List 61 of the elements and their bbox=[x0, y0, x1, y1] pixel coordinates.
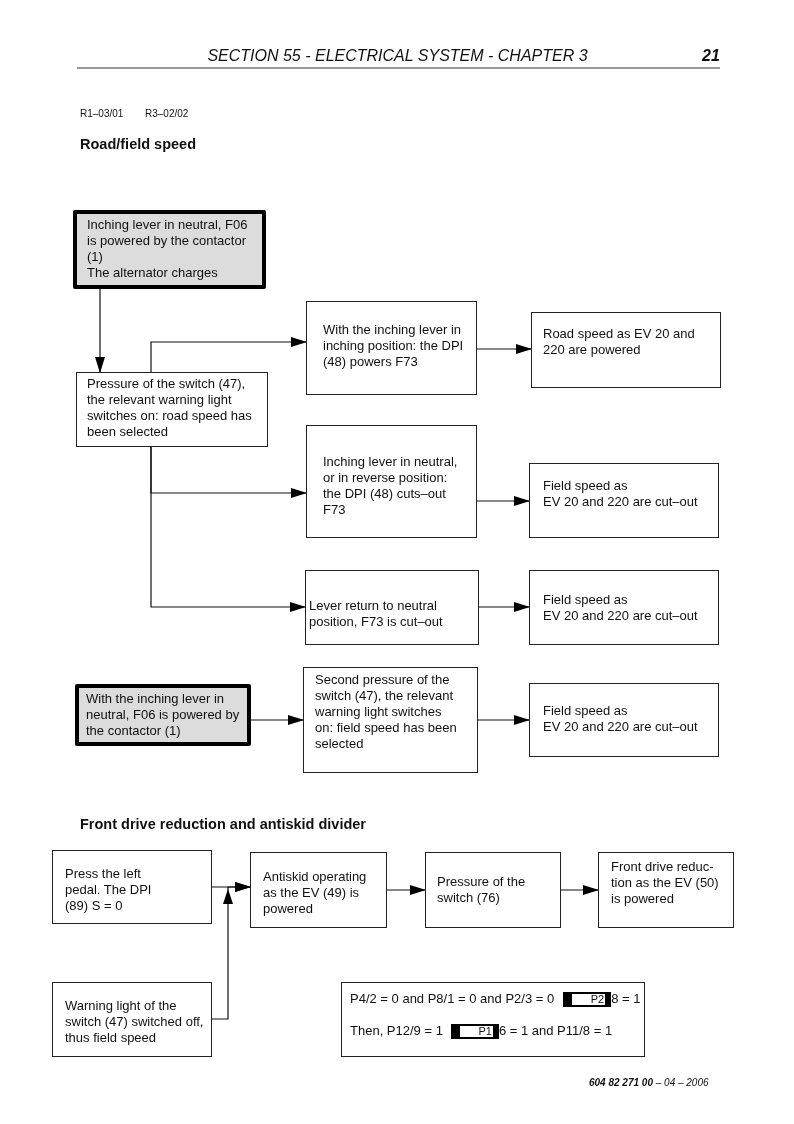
box-text: Field speed as bbox=[543, 703, 629, 719]
condition-box bbox=[341, 982, 645, 1057]
condition-text: Then, P12/9 = 1 bbox=[350, 1023, 443, 1039]
arrow bbox=[386, 885, 426, 895]
process-box bbox=[303, 667, 478, 773]
process-box bbox=[76, 372, 268, 447]
arrow bbox=[95, 288, 105, 373]
condition-text: 8 = 1 bbox=[611, 991, 641, 1007]
running-header: SECTION 55 - ELECTRICAL SYSTEM - CHAPTER 3 bbox=[207, 47, 588, 65]
process-box bbox=[425, 852, 561, 928]
condition-text: 6 = 1 and P11/8 = 1 bbox=[498, 1023, 613, 1039]
arrow bbox=[478, 602, 530, 612]
condition-text: P4/2 = 0 and P8/1 = 0 and P2/3 = 0 bbox=[350, 991, 555, 1007]
process-box bbox=[52, 982, 212, 1057]
process-box bbox=[529, 463, 719, 538]
process-box bbox=[529, 683, 719, 757]
box-text: The alternator charges bbox=[87, 265, 219, 281]
framed-tag: P1 bbox=[450, 1023, 499, 1039]
process-box bbox=[306, 301, 477, 395]
arrow bbox=[250, 715, 304, 725]
box-text: Warning light of the switch (47) switched off, thus field speed bbox=[65, 998, 205, 1046]
arrow bbox=[150, 446, 306, 612]
arrow bbox=[211, 882, 251, 1020]
box-text: Antiskid operating as the EV (49) is powered bbox=[263, 869, 368, 917]
section-heading: Front drive reduction and antiskid divider bbox=[80, 816, 366, 833]
box-text: Pressure of the switch (76) bbox=[437, 874, 527, 906]
box-text: With the inching lever in inching position: the DPI (48) powers F73 bbox=[323, 322, 465, 370]
box-text: With the inching lever in neutral, F06 is powered by the contactor (1) bbox=[86, 691, 241, 739]
box-text: Second pressure of the switch (47), the relevant warning light switches on: field speed has been selected bbox=[315, 672, 458, 752]
box-text: Front drive reduc- tion as the EV (50) is powered bbox=[611, 859, 720, 907]
arrow bbox=[476, 344, 532, 354]
box-text: Inching lever in neutral, or in reverse position: the DPI (48) cuts–out F73 bbox=[323, 454, 459, 518]
process-box bbox=[306, 425, 477, 538]
process-box bbox=[529, 570, 719, 645]
box-text: Field speed as bbox=[543, 478, 629, 494]
process-box bbox=[305, 570, 479, 645]
revision-code: R1–03/01 bbox=[80, 108, 124, 120]
arrow bbox=[476, 496, 530, 506]
page-number: 21 bbox=[702, 47, 720, 65]
arrow bbox=[477, 715, 530, 725]
arrow bbox=[150, 337, 307, 373]
highlighted-box bbox=[73, 210, 266, 289]
box-text: EV 20 and 220 are cut–out bbox=[543, 494, 699, 510]
box-text: Road speed as EV 20 and 220 are powered bbox=[543, 326, 696, 358]
box-text: Inching lever in neutral, F06 is powered by the contactor (1) bbox=[87, 217, 249, 265]
box-text: EV 20 and 220 are cut–out bbox=[543, 608, 699, 624]
document-number: 604 82 271 00 – 04 – 2006 bbox=[589, 1077, 709, 1089]
process-box bbox=[52, 850, 212, 924]
highlighted-box bbox=[75, 684, 251, 746]
process-box bbox=[598, 852, 734, 928]
box-text: Lever return to neutral position, F73 is cut–out bbox=[309, 598, 444, 630]
box-text: Pressure of the switch (47), the relevant warning light switches on: road speed has been selected bbox=[87, 376, 253, 440]
box-text: EV 20 and 220 are cut–out bbox=[543, 719, 699, 735]
revision-code: R3–02/02 bbox=[145, 108, 189, 120]
box-text: Field speed as bbox=[543, 592, 629, 608]
box-text: Press the left pedal. The DPI (89) S = 0 bbox=[65, 866, 153, 914]
section-heading: Road/field speed bbox=[80, 136, 197, 153]
process-box bbox=[250, 852, 387, 928]
framed-tag: P2 bbox=[563, 991, 612, 1007]
process-box bbox=[531, 312, 721, 388]
arrow bbox=[560, 885, 599, 895]
